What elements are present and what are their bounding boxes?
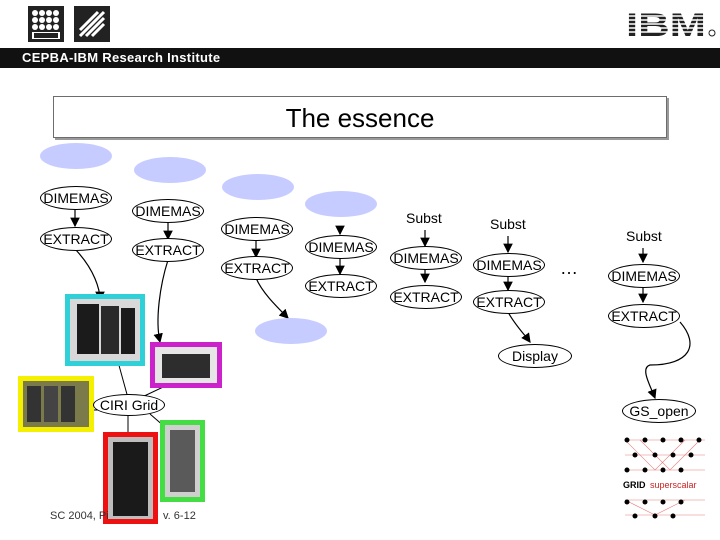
- ibm-logo-icon: IBM: [626, 10, 716, 40]
- node-subst-6: Subst: [490, 216, 526, 232]
- arrow-1b: [74, 248, 105, 302]
- trace-blob-1: [40, 143, 112, 169]
- node-display: Display: [498, 344, 572, 368]
- arrow-7c: [645, 321, 691, 400]
- arrow-6c: [507, 311, 531, 343]
- upc-logo-icon: [28, 6, 64, 42]
- institute-title: CEPBA-IBM Research Institute: [22, 50, 221, 65]
- node-subst-5: Subst: [406, 210, 442, 226]
- machine-photo-yellow: [18, 376, 94, 432]
- node-subst-7: Subst: [626, 228, 662, 244]
- node-gs-open: GS_open: [622, 399, 696, 423]
- node-extract-2: EXTRACT: [132, 238, 204, 262]
- footer-text: SC 2004, Pi: [50, 510, 109, 522]
- arrow-3b: [255, 277, 289, 319]
- node-dimemas-7: DIMEMAS: [608, 264, 680, 288]
- machine-photo-cyan: [65, 294, 145, 366]
- node-extract-5: EXTRACT: [390, 285, 462, 309]
- trace-blob-2: [134, 157, 206, 183]
- ibm-logo-text: IBM: [626, 10, 706, 40]
- node-dimemas-2: DIMEMAS: [132, 199, 204, 223]
- trace-blob-5: [255, 318, 327, 344]
- ciri-grid-label: CIRI Grid: [93, 394, 165, 416]
- trace-blob-4: [305, 191, 377, 217]
- node-dimemas-4: DIMEMAS: [305, 235, 377, 259]
- node-extract-6: EXTRACT: [473, 290, 545, 314]
- slide-title-box: The essence: [53, 96, 667, 138]
- machine-photo-magenta: [150, 342, 222, 388]
- footer-text-tail: v. 6-12: [163, 510, 196, 522]
- grid-superscalar-logo-icon: GRID superscalar: [623, 437, 705, 519]
- node-dimemas-1: DIMEMAS: [40, 186, 112, 210]
- ellipsis-text: …: [560, 258, 578, 278]
- node-dimemas-5: DIMEMAS: [390, 246, 462, 270]
- trace-blob-3: [222, 174, 294, 200]
- node-dimemas-3: DIMEMAS: [221, 217, 293, 241]
- superscalar-logo-word: superscalar: [650, 480, 697, 490]
- arrow-2b: [153, 259, 169, 344]
- node-extract-1: EXTRACT: [40, 227, 112, 251]
- machine-photo-red: [103, 432, 158, 524]
- node-extract-7: EXTRACT: [608, 304, 680, 328]
- header-bar: [0, 48, 720, 68]
- machine-photo-green: [160, 420, 205, 502]
- node-dimemas-6: DIMEMAS: [473, 253, 545, 277]
- node-extract-4: EXTRACT: [305, 274, 377, 298]
- grid-logo-word: GRID: [623, 480, 646, 490]
- cepba-logo-icon: [74, 6, 110, 42]
- node-extract-3: EXTRACT: [221, 256, 293, 280]
- slide-title: The essence: [285, 103, 435, 133]
